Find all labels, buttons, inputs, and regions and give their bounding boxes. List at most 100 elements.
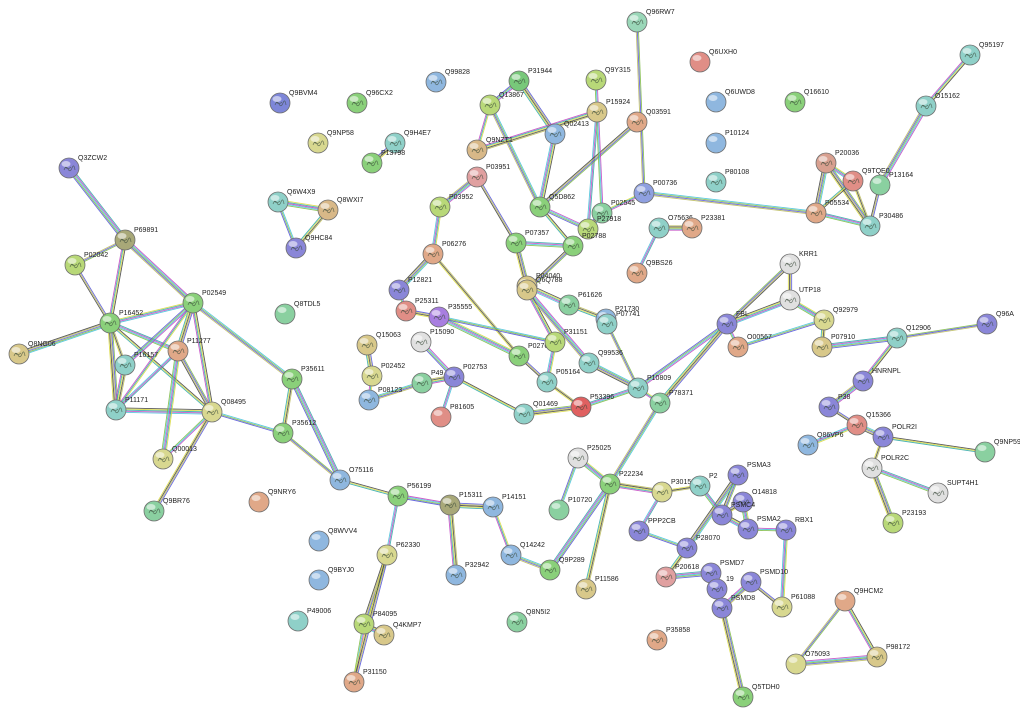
node-q3zcw2[interactable]: Q3ZCW2 <box>58 155 107 179</box>
node-p31150[interactable]: P31150 <box>343 669 387 693</box>
node-p31151[interactable]: P31151 <box>544 329 588 353</box>
node-utp18[interactable]: UTP18 <box>779 287 821 311</box>
node-p02549[interactable]: P02549 <box>182 290 226 314</box>
node-q9tqe0[interactable]: Q9TQE0 <box>842 168 890 192</box>
node-q16610[interactable]: Q16610 <box>784 89 829 113</box>
node-p23193[interactable]: P23193 <box>882 510 926 534</box>
node-q9hcm2[interactable]: Q9HCM2 <box>834 588 883 612</box>
node-p25025[interactable]: P25025 <box>567 445 611 469</box>
node-p10124[interactable]: P10124 <box>705 130 749 154</box>
node-p38[interactable]: P38 <box>818 394 851 418</box>
node-p62330[interactable]: P62330 <box>376 542 420 566</box>
node-q86vp6[interactable]: Q86VP6 <box>797 432 844 456</box>
node-q95197[interactable]: Q95197 <box>959 42 1004 66</box>
node-p15924[interactable]: P15924 <box>586 99 630 123</box>
node-p35858[interactable]: P35858 <box>646 627 690 651</box>
node-p02788[interactable]: P02788 <box>562 233 606 257</box>
node-p13164[interactable]: P13164 <box>869 172 913 196</box>
node-q9p289[interactable]: Q9P289 <box>539 557 585 581</box>
node-psmc4[interactable]: PSMC4 <box>711 502 755 526</box>
node-bubble[interactable] <box>430 406 452 428</box>
node-p61088[interactable]: P61088 <box>771 594 815 618</box>
node-p02545[interactable]: P02545 <box>591 200 635 224</box>
node-p10720[interactable]: P10720 <box>548 497 592 521</box>
node-bubble[interactable] <box>248 491 270 513</box>
node-bubble[interactable] <box>308 569 330 591</box>
node-q8wvv4[interactable]: Q8WVV4 <box>308 528 357 552</box>
node-q9y315[interactable]: Q9Y315 <box>585 67 631 91</box>
node-p98172[interactable]: P98172 <box>866 644 910 668</box>
node-bubble[interactable] <box>705 91 727 113</box>
node-q99536[interactable]: Q99536 <box>578 350 623 374</box>
node-polr2i[interactable]: POLR2I <box>872 424 917 448</box>
node-hnrnpl[interactable]: HNRNPL <box>852 368 901 392</box>
node-bubble[interactable] <box>287 610 309 632</box>
node-p15090[interactable]: P15090 <box>410 329 454 353</box>
node-bubble[interactable] <box>308 530 330 552</box>
node-q6uwd8[interactable]: Q6UWD8 <box>705 89 755 113</box>
node-o14818[interactable]: O14818 <box>732 489 777 513</box>
node-p07910[interactable]: P07910 <box>811 334 855 358</box>
node-p03952[interactable]: P03952 <box>429 194 473 218</box>
node-q6q788[interactable]: Q6Q788 <box>516 277 563 301</box>
node-p31944[interactable]: P31944 <box>508 68 552 92</box>
node-o75636[interactable]: O75636 <box>648 215 693 239</box>
node-q9nzt1[interactable]: Q9NZT1 <box>466 137 513 161</box>
node-p12821[interactable]: P12821 <box>388 277 432 301</box>
node-q8n5i2[interactable]: Q8N5I2 <box>506 609 550 633</box>
node-polr2c[interactable]: POLR2C <box>861 455 909 479</box>
node-p69891[interactable]: P69891 <box>114 227 158 251</box>
node-bubble[interactable] <box>689 51 711 73</box>
node-p03951[interactable]: P03951 <box>466 164 510 188</box>
node-bubble[interactable] <box>785 653 807 675</box>
node-p05534[interactable]: P05534 <box>805 200 849 224</box>
node-p02753[interactable]: P02753 <box>443 364 487 388</box>
node-q9np59[interactable]: Q9NP59 <box>974 439 1020 463</box>
node-q6w4x9[interactable]: Q6W4X9 <box>267 189 316 213</box>
node-q13867[interactable]: Q13867 <box>479 92 524 116</box>
node-p05164[interactable]: P05164 <box>536 369 580 393</box>
node-q03591[interactable]: Q03591 <box>626 109 671 133</box>
node-q9bvm4[interactable]: Q9BVM4 <box>269 90 318 114</box>
node-psma2[interactable]: PSMA2 <box>737 516 781 540</box>
node-p32942[interactable]: P32942 <box>445 562 489 586</box>
node-q9np58[interactable]: Q9NP58 <box>307 130 354 154</box>
node-q99828[interactable]: Q99828 <box>425 69 470 93</box>
node-p10809[interactable]: P10809 <box>627 375 671 399</box>
node-p02452[interactable]: P02452 <box>361 363 405 387</box>
node-p80108[interactable]: P80108 <box>705 169 749 193</box>
node-p81605[interactable]: P81605 <box>430 404 474 428</box>
node-q9nry6[interactable]: Q9NRY6 <box>248 489 296 513</box>
node-krr1[interactable]: KRR1 <box>779 251 818 275</box>
node-q14242[interactable]: Q14242 <box>500 542 545 566</box>
node-p30486[interactable]: P30486 <box>859 213 903 237</box>
node-q8ng06[interactable]: Q8NG06 <box>8 341 56 365</box>
node-p35611[interactable]: P35611 <box>281 366 325 390</box>
node-psmd10[interactable]: PSMD10 <box>740 569 788 593</box>
node-p27918[interactable]: P27918 <box>577 216 621 240</box>
node-p49[interactable]: P49 <box>411 370 444 394</box>
node-p2[interactable]: P2 <box>689 473 718 497</box>
node-p28070[interactable]: P28070 <box>676 535 720 559</box>
node-o00567[interactable]: O00567 <box>727 334 772 358</box>
node-p13798[interactable]: P13798 <box>361 150 405 174</box>
node-q9br76[interactable]: Q9BR76 <box>143 498 190 522</box>
node-p35555[interactable]: P35555 <box>428 304 472 328</box>
node-p07741[interactable]: P07741 <box>596 311 640 335</box>
node-p11277[interactable]: P11277 <box>167 338 211 362</box>
node-fbl[interactable]: FBL <box>716 311 749 335</box>
node-p84095[interactable]: P84095 <box>353 611 397 635</box>
node-bubble[interactable] <box>705 132 727 154</box>
node-p16157[interactable]: P16157 <box>114 352 158 376</box>
node-bubble[interactable] <box>974 441 996 463</box>
node-q01469[interactable]: Q01469 <box>513 401 558 425</box>
node-ppp2cb[interactable]: PPP2CB <box>628 518 676 542</box>
node-p08123[interactable]: P08123 <box>358 387 402 411</box>
node-p49006[interactable]: P49006 <box>287 608 331 632</box>
node-q15063[interactable]: Q15063 <box>356 332 401 356</box>
node-q9bs26[interactable]: Q9BS26 <box>626 260 673 284</box>
node-p14151[interactable]: P14151 <box>482 494 526 518</box>
node-q9hc84[interactable]: Q9HC84 <box>285 235 332 259</box>
node-q9byj0[interactable]: Q9BYJ0 <box>308 567 354 591</box>
node-q6uxh0[interactable]: Q6UXH0 <box>689 49 737 73</box>
